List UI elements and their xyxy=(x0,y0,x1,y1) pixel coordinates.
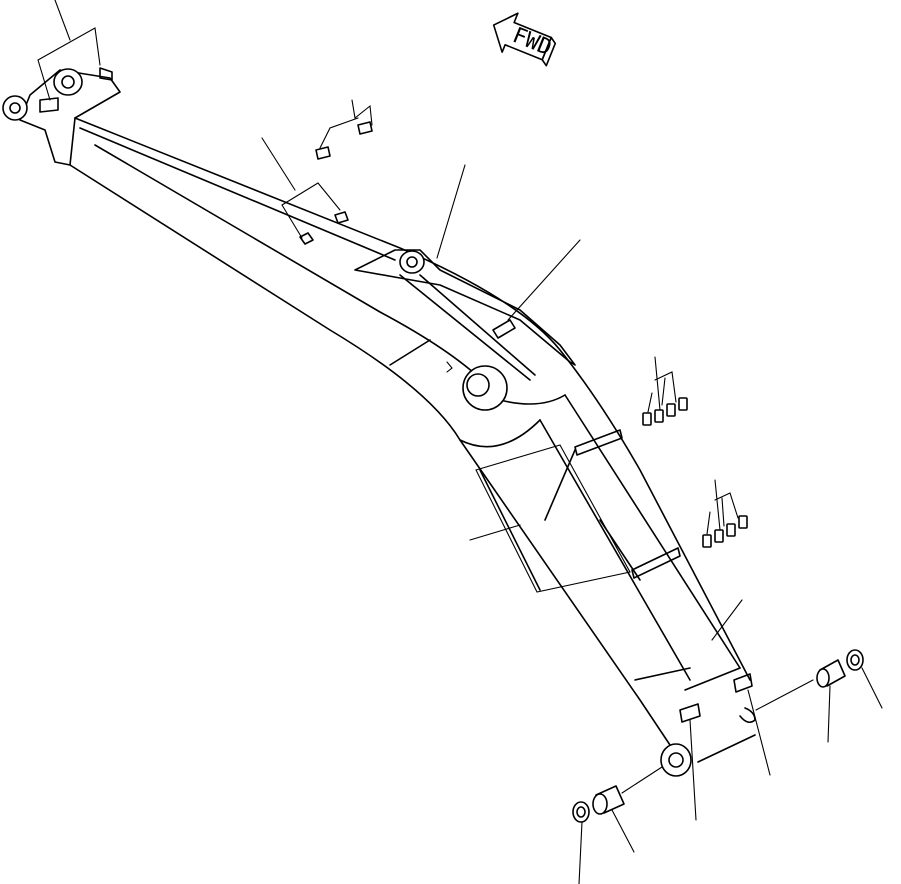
side-boss xyxy=(446,361,508,411)
shim-stack-lower xyxy=(631,515,748,579)
boom-foot xyxy=(2,67,121,166)
fwd-arrow-icon: FWD xyxy=(492,12,557,67)
fwd-label: FWD xyxy=(509,23,555,61)
leader-lines xyxy=(37,0,883,884)
boom-tip xyxy=(660,707,756,777)
boom-body xyxy=(69,117,751,746)
bushing-right xyxy=(816,649,864,688)
bushing-left xyxy=(572,785,625,823)
cylinder-bracket xyxy=(354,249,576,381)
shim-stack-upper xyxy=(574,397,688,456)
grease-fittings xyxy=(299,121,753,723)
